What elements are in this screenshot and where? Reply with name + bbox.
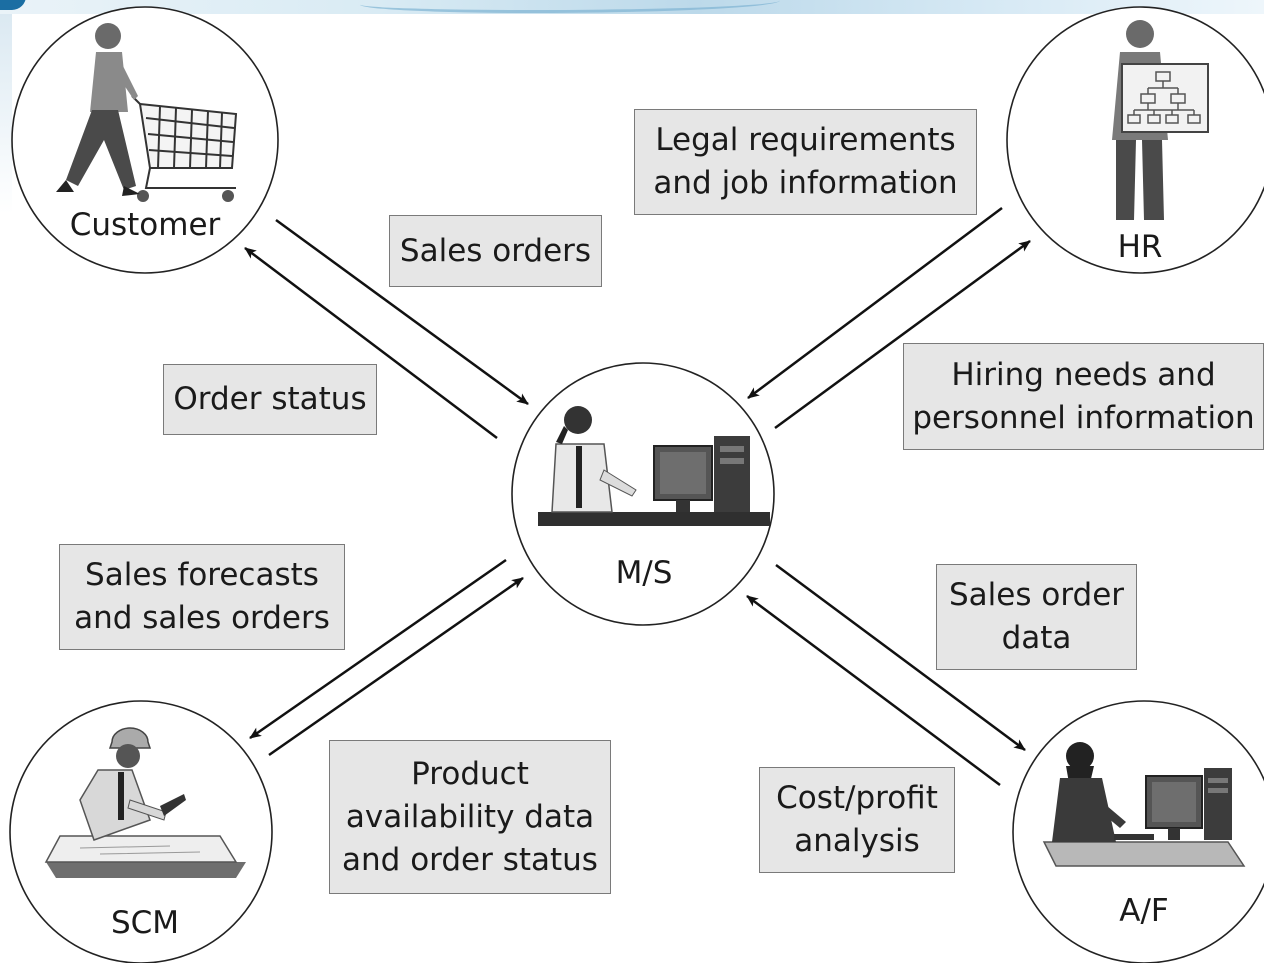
flow-legal-requirements: Legal requirements and job information bbox=[634, 109, 977, 215]
flow-text: data bbox=[1001, 620, 1072, 656]
customer-illustration bbox=[56, 23, 238, 202]
flow-sales-order-data: Sales order data bbox=[936, 564, 1137, 670]
arrow-hr-to-ms bbox=[747, 206, 1003, 400]
hr-label: HR bbox=[1117, 229, 1163, 265]
flow-text: and job information bbox=[653, 165, 958, 201]
header-swoosh bbox=[360, 0, 780, 13]
arrow-af-to-ms bbox=[746, 594, 1001, 787]
flow-text: Order status bbox=[173, 381, 367, 417]
scm-label: SCM bbox=[110, 905, 180, 941]
flow-text: analysis bbox=[794, 823, 920, 859]
arrow-customer-to-ms bbox=[275, 218, 529, 406]
hr-illustration bbox=[1112, 20, 1209, 220]
flow-text: Sales forecasts bbox=[85, 557, 319, 593]
arrow-ms-to-customer bbox=[244, 247, 498, 439]
header-logo-mark bbox=[0, 0, 26, 10]
scm-illustration bbox=[44, 727, 246, 878]
flow-text: Legal requirements bbox=[655, 122, 956, 158]
arrow-ms-to-af bbox=[775, 563, 1026, 752]
flow-cost-profit: Cost/profit analysis bbox=[759, 767, 955, 873]
flow-text: Sales order bbox=[948, 577, 1125, 613]
flow-hiring-needs: Hiring needs and personnel information bbox=[903, 343, 1264, 450]
customer-label: Customer bbox=[69, 207, 221, 243]
ms-illustration bbox=[538, 406, 770, 526]
side-band bbox=[0, 14, 12, 214]
flow-text: Sales orders bbox=[399, 232, 592, 269]
flow-text: Product bbox=[411, 755, 529, 792]
flow-text: and order status bbox=[342, 841, 598, 878]
flow-sales-forecasts: Sales forecasts and sales orders bbox=[59, 544, 345, 650]
flow-order-status: Order status bbox=[163, 364, 377, 435]
flow-sales-orders: Sales orders bbox=[389, 215, 602, 287]
flow-text: and sales orders bbox=[74, 600, 330, 636]
arrow-ms-to-hr bbox=[774, 239, 1031, 430]
af-illustration bbox=[1042, 742, 1246, 867]
arrow-ms-to-scm bbox=[249, 558, 507, 740]
arrow-scm-to-ms bbox=[268, 576, 524, 757]
flow-product-availability: Product availability data and order stat… bbox=[329, 740, 611, 894]
scm-circle bbox=[9, 700, 273, 963]
flow-text: availability data bbox=[345, 798, 595, 835]
flow-text: personnel information bbox=[912, 399, 1255, 436]
flow-text: Cost/profit bbox=[776, 780, 938, 816]
af-label: A/F bbox=[1119, 893, 1169, 929]
ms-label: M/S bbox=[615, 555, 673, 591]
flow-text: Hiring needs and bbox=[951, 356, 1216, 393]
